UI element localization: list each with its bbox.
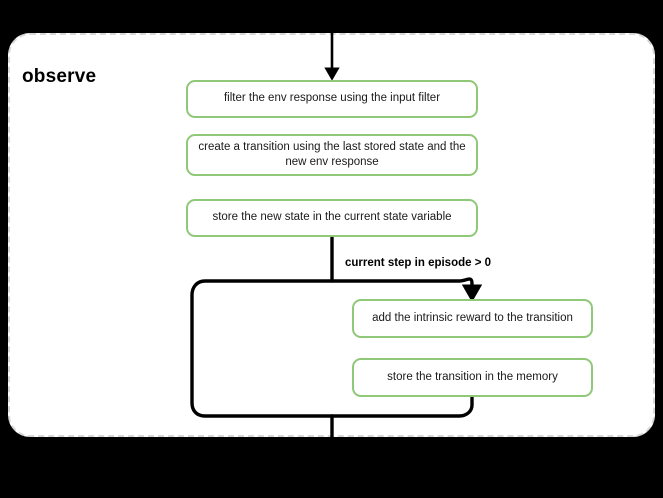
edge-label-current-step-condition: current step in episode > 0 xyxy=(345,257,492,269)
node-store-transition-memory[interactable]: store the transition in the memory xyxy=(352,358,593,397)
node-add-intrinsic-reward[interactable]: add the intrinsic reward to the transiti… xyxy=(352,299,593,338)
node-filter-env-response[interactable]: filter the env response using the input … xyxy=(186,80,478,118)
node-create-transition[interactable]: create a transition using the last store… xyxy=(186,134,478,176)
node-store-new-state[interactable]: store the new state in the current state… xyxy=(186,199,478,237)
observe-scope-title: observe xyxy=(22,66,97,87)
